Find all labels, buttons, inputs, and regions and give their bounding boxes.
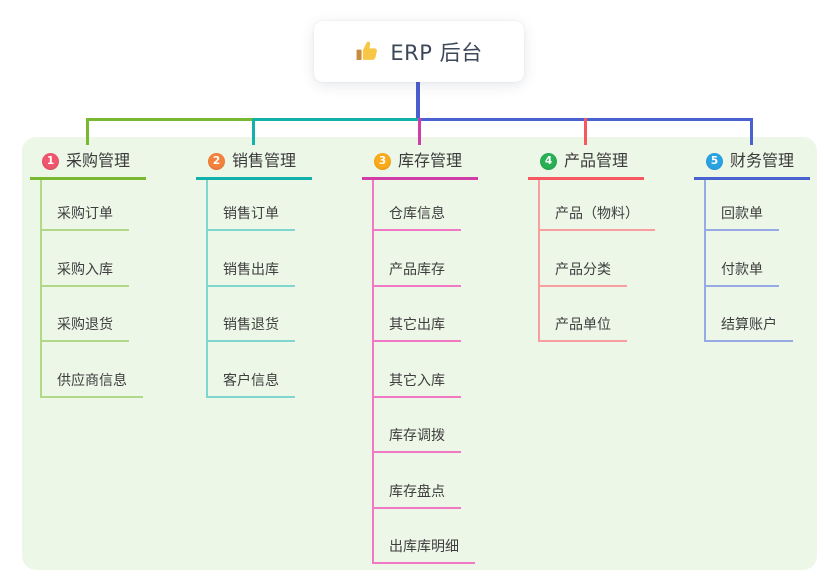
- child-label: 付款单: [721, 261, 763, 278]
- child-label: 产品分类: [555, 261, 611, 278]
- branch-5-index-badge: 5: [706, 152, 723, 170]
- child-label: 回款单: [721, 206, 763, 222]
- child-node[interactable]: 库存调拨: [372, 425, 461, 453]
- branch-2-index-badge: 2: [208, 152, 225, 170]
- branch-title-4[interactable]: 4 产品管理: [528, 150, 644, 180]
- root-connector-line: [416, 81, 420, 118]
- branch-2-trunk-line: [206, 180, 208, 396]
- branch-3-trunk-line: [372, 180, 374, 563]
- branch-2-h-connector: [254, 118, 418, 121]
- branch-title-2[interactable]: 2 销售管理: [196, 150, 312, 180]
- child-node[interactable]: 付款单: [704, 259, 779, 287]
- child-node[interactable]: 仓库信息: [372, 203, 461, 231]
- child-label: 产品单位: [555, 317, 611, 333]
- child-node[interactable]: 销售订单: [206, 203, 295, 231]
- child-node[interactable]: 采购订单: [40, 203, 129, 231]
- child-label: 结算账户: [721, 317, 777, 333]
- branch-4-label: 产品管理: [564, 151, 629, 170]
- child-label: 库存盘点: [389, 483, 445, 500]
- child-node[interactable]: 产品（物料）: [538, 203, 655, 231]
- child-node[interactable]: 销售出库: [206, 259, 295, 287]
- child-node[interactable]: 采购入库: [40, 259, 129, 287]
- branch-3-label: 库存管理: [398, 151, 463, 170]
- child-label: 库存调拨: [389, 428, 445, 444]
- child-node[interactable]: 产品库存: [372, 259, 461, 287]
- child-label: 销售订单: [223, 206, 279, 222]
- branch-title-5[interactable]: 5 财务管理: [694, 150, 810, 180]
- child-label: 其它入库: [389, 372, 445, 389]
- child-node[interactable]: 结算账户: [704, 314, 793, 342]
- child-label: 供应商信息: [57, 372, 127, 389]
- child-node[interactable]: 采购退货: [40, 314, 129, 342]
- branch-4-drop-connector: [584, 118, 587, 145]
- branch-5-trunk-line: [704, 180, 706, 341]
- branch-1-index-badge: 1: [42, 152, 59, 170]
- child-label: 销售出库: [223, 261, 279, 278]
- child-label: 产品（物料）: [555, 206, 639, 222]
- child-label: 出库库明细: [389, 539, 459, 555]
- child-node[interactable]: 其它出库: [372, 314, 461, 342]
- child-node[interactable]: 库存盘点: [372, 481, 461, 509]
- child-label: 其它出库: [389, 317, 445, 333]
- branch-2-drop-connector: [252, 118, 255, 145]
- child-label: 采购订单: [57, 206, 113, 222]
- branch-1-drop-connector: [86, 118, 89, 145]
- branch-4-index-badge: 4: [540, 152, 557, 170]
- root-node[interactable]: ERP 后台: [314, 21, 524, 82]
- child-node[interactable]: 客户信息: [206, 370, 295, 398]
- branch-5-label: 财务管理: [730, 151, 795, 170]
- child-label: 采购入库: [57, 261, 113, 278]
- branch-5-drop-connector: [750, 118, 753, 145]
- child-node[interactable]: 销售退货: [206, 314, 295, 342]
- branch-2-label: 销售管理: [232, 151, 297, 170]
- child-node[interactable]: 供应商信息: [40, 370, 143, 398]
- child-node[interactable]: 出库库明细: [372, 536, 475, 564]
- child-node[interactable]: 回款单: [704, 203, 779, 231]
- branch-1-h-connector: [86, 118, 254, 121]
- branches-panel: [22, 137, 817, 570]
- branch-3-drop-connector: [418, 118, 421, 145]
- child-label: 采购退货: [57, 317, 113, 333]
- child-node[interactable]: 其它入库: [372, 370, 461, 398]
- branch-4-trunk-line: [538, 180, 540, 341]
- branch-title-3[interactable]: 3 库存管理: [362, 150, 478, 180]
- root-node-label: ERP 后台: [390, 40, 483, 65]
- child-label: 销售退货: [223, 317, 279, 333]
- branch-title-1[interactable]: 1 采购管理: [30, 150, 146, 180]
- child-node[interactable]: 产品分类: [538, 259, 627, 287]
- child-label: 产品库存: [389, 261, 445, 278]
- child-node[interactable]: 产品单位: [538, 314, 627, 342]
- child-label: 客户信息: [223, 372, 279, 389]
- branch-1-label: 采购管理: [66, 151, 131, 170]
- branch-1-trunk-line: [40, 180, 42, 396]
- child-label: 仓库信息: [389, 206, 445, 222]
- branch-3-index-badge: 3: [374, 152, 391, 170]
- thumbs-up-icon: [356, 41, 378, 61]
